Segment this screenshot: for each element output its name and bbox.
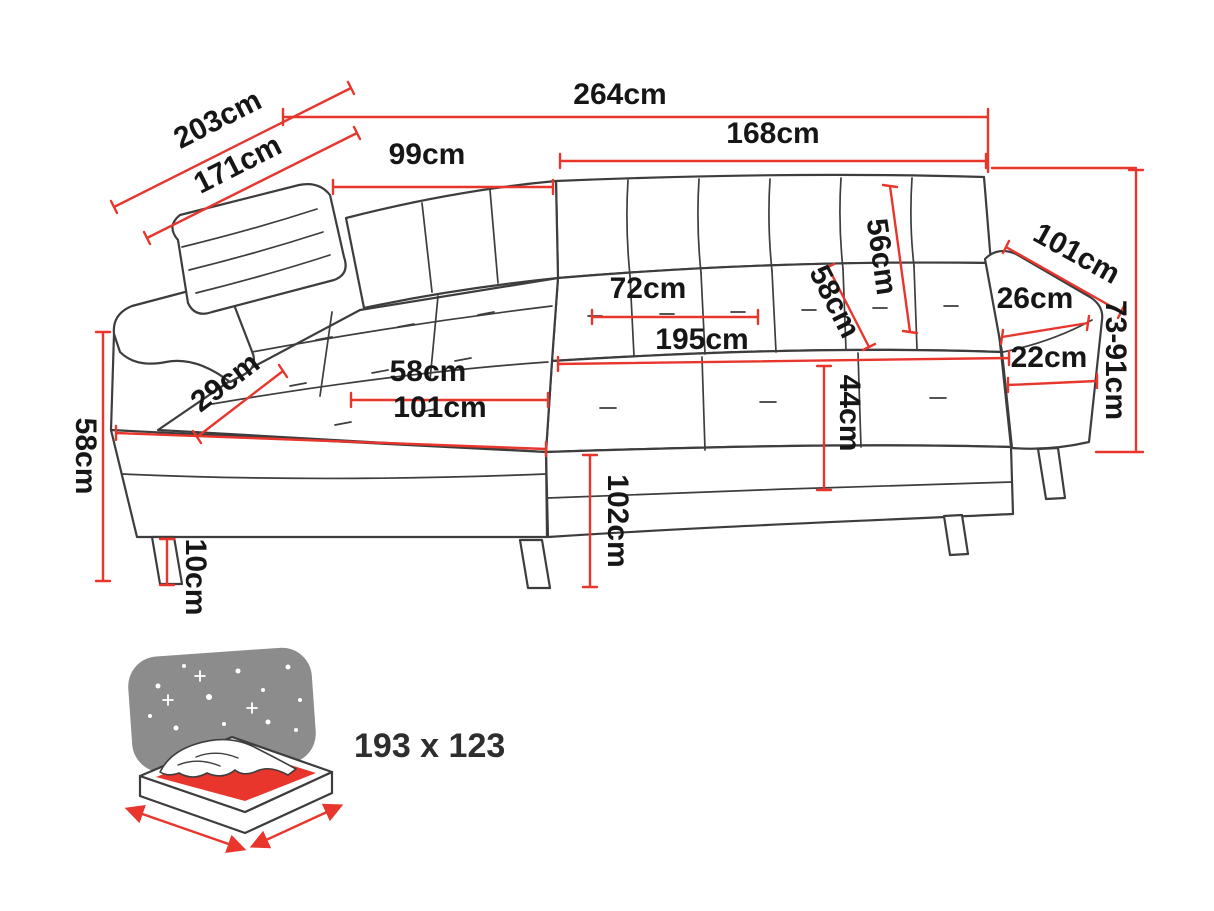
dim-chaise-seat-width: 58cm: [349, 355, 550, 409]
bed-length-arrow: [124, 805, 247, 853]
dim-side-height: 58cm: [69, 330, 112, 583]
dim-main-back-width-label: 168cm: [726, 117, 819, 150]
dim-corner-back-width: 99cm: [331, 138, 555, 196]
dimension-annotations: 264cm 203cm 171cm 99cm 168cm 56cm 101cm: [69, 78, 1145, 616]
dim-seat-total-width-label: 195cm: [655, 323, 748, 356]
dim-total-width-label: 264cm: [573, 78, 666, 111]
front-base: [544, 444, 1015, 539]
sleeping-area: 193 x 123: [124, 647, 505, 853]
sofa-leg: [518, 538, 552, 590]
dim-seat-depth-label: 44cm: [833, 375, 866, 452]
dim-chaise-length: 101cm: [114, 391, 548, 458]
right-armrest: [983, 249, 1104, 450]
sofa-leg: [1036, 446, 1067, 501]
blanket-folds: [177, 752, 239, 767]
fold-out-bed-icon: [124, 647, 344, 853]
star-decorations: [148, 664, 302, 732]
sofa-leg: [942, 513, 970, 557]
dim-chaise-seat-width-label: 58cm: [390, 355, 467, 388]
dim-main-back-width: 168cm: [558, 117, 988, 170]
bed-width-arrow: [249, 803, 344, 849]
sofa-drawing: [109, 173, 1104, 590]
dim-front-section-depth: 102cm: [581, 453, 634, 589]
seat-front-band: [544, 348, 1013, 454]
sofa-body: [109, 173, 1104, 590]
dim-armrest-width: 22cm: [1006, 341, 1099, 394]
dim-total-width: 264cm: [281, 78, 990, 174]
dim-leg-height-label: 10cm: [179, 539, 212, 616]
dim-overall-height-label: 73-91cm: [1099, 300, 1132, 420]
dim-seat-inner-width-label: 72cm: [610, 272, 687, 305]
dim-front-section-depth-label: 102cm: [601, 474, 634, 567]
dim-seat-depth: 44cm: [815, 364, 866, 492]
dim-armrest-top-width: 26cm: [997, 282, 1091, 346]
headrest-cushion: [171, 183, 347, 315]
dim-seat-inner-width: 72cm: [590, 272, 760, 326]
bed-blanket: [159, 738, 297, 778]
dim-chaise-length-label: 101cm: [393, 391, 486, 424]
dim-armrest-top-width-label: 26cm: [997, 282, 1074, 315]
dim-corner-back-width-label: 99cm: [389, 138, 466, 171]
sleeping-area-size-label: 193 x 123: [354, 727, 505, 765]
bed-headboard: [128, 647, 316, 773]
dim-overall-height: 73-91cm: [990, 166, 1145, 454]
sofa-stitching-details: [109, 177, 1093, 499]
dim-side-height-label: 58cm: [69, 418, 102, 495]
dim-armrest-width-label: 22cm: [1011, 341, 1088, 374]
dim-leg-height: 10cm: [158, 537, 212, 616]
dim-seat-total-width: 195cm: [556, 323, 1011, 373]
